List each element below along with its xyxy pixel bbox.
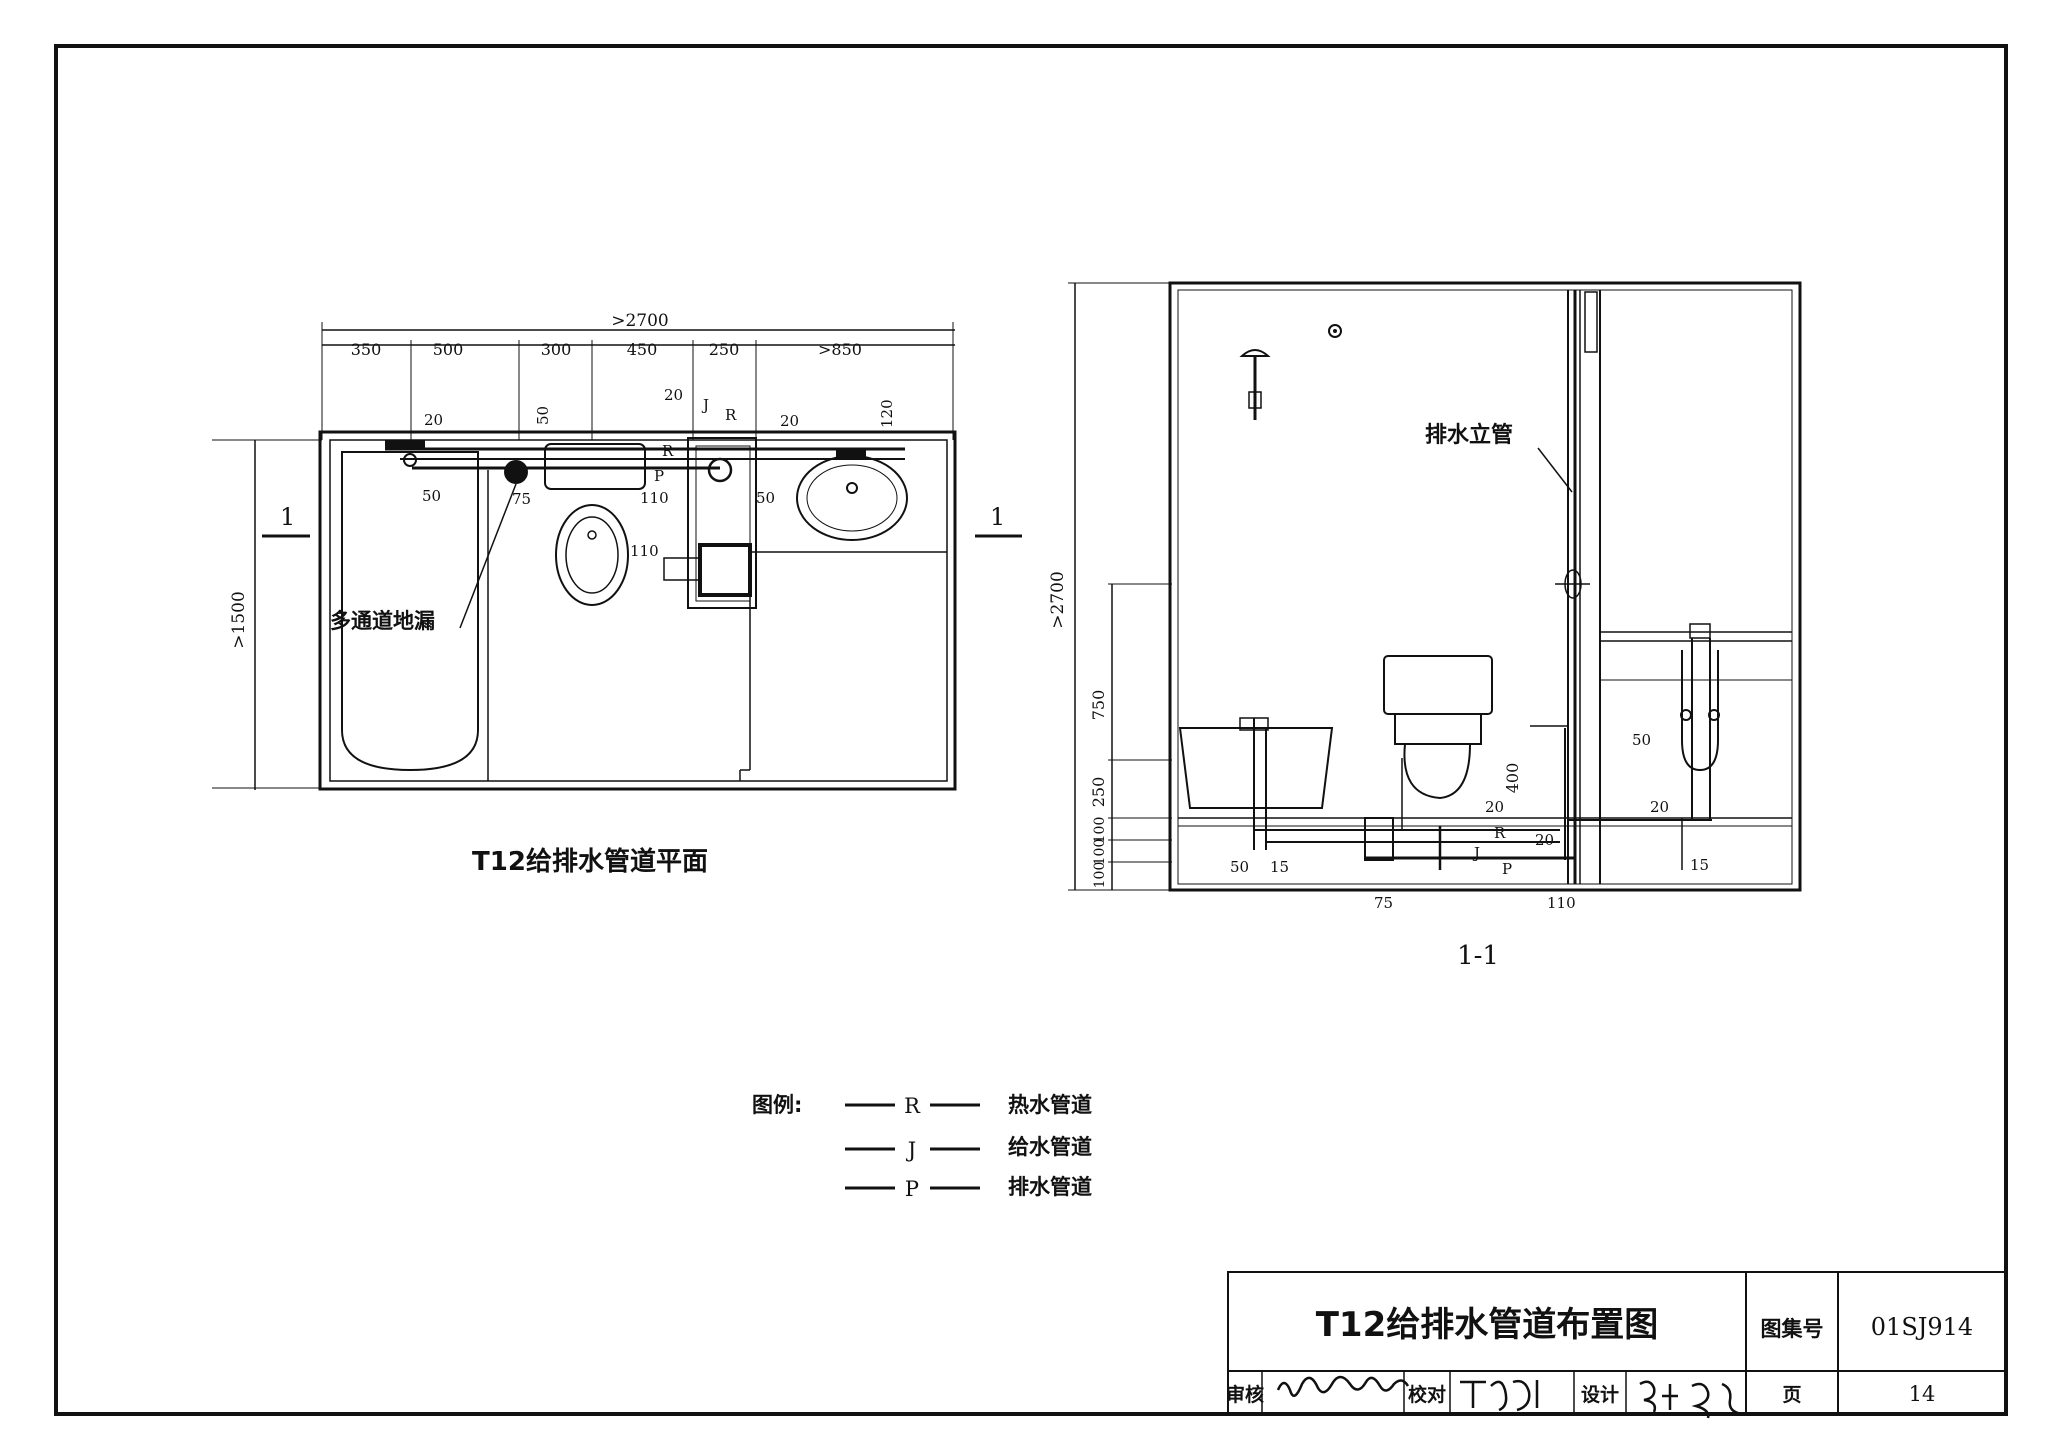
sheet-frame bbox=[54, 44, 2008, 1416]
toilet-bowl bbox=[555, 504, 629, 606]
design-signature bbox=[1639, 1380, 1743, 1419]
section-dim-100b: 100 bbox=[1092, 839, 1108, 866]
plan-label-P: P bbox=[654, 467, 664, 485]
legend-label-supply: 给水管道 bbox=[1008, 1135, 1092, 1159]
plan-dim-4: 450 bbox=[627, 340, 658, 359]
plan-caption: T12给排水管道平面 bbox=[472, 846, 708, 877]
section-label-20c: 20 bbox=[1650, 798, 1669, 816]
toilet-tank bbox=[544, 443, 646, 490]
section-dim-400: 400 bbox=[1503, 763, 1522, 794]
review-signature bbox=[1276, 1375, 1410, 1397]
plan-dim-6: >850 bbox=[818, 340, 862, 359]
legend-code-p: P bbox=[905, 1177, 919, 1201]
plan-label-50a: 50 bbox=[422, 487, 441, 505]
plan-section-mark-right: 1 bbox=[990, 503, 1005, 531]
section-dim-750: 750 bbox=[1089, 690, 1108, 721]
plan-dim-3: 300 bbox=[541, 340, 572, 359]
section-label-J: J bbox=[1472, 844, 1480, 862]
plan-label-R-top: R bbox=[725, 406, 737, 424]
riser-label: 排水立管 bbox=[1425, 422, 1513, 448]
section-view: >2700 750 250 100 100 100 bbox=[1048, 281, 1802, 971]
plan-label-R: R bbox=[662, 442, 674, 460]
plan-dim-2: 500 bbox=[433, 340, 464, 359]
plan-label-J: J bbox=[701, 396, 709, 414]
section-dim-100c: 100 bbox=[1092, 862, 1108, 889]
section-label-50b: 50 bbox=[1632, 731, 1651, 749]
legend-label-hot: 热水管道 bbox=[1008, 1093, 1092, 1117]
pipe-shaft bbox=[687, 437, 757, 609]
check-signature bbox=[1460, 1379, 1539, 1412]
plan-label-120: 120 bbox=[878, 399, 896, 428]
plan-label-20c: 20 bbox=[780, 412, 799, 430]
plan-label-20a: 20 bbox=[424, 411, 443, 429]
plan-label-50b: 50 bbox=[534, 406, 552, 425]
plan-label-75: 75 bbox=[512, 490, 531, 508]
section-label-P: P bbox=[1502, 860, 1512, 878]
plan-overall-dim: >2700 bbox=[611, 311, 669, 331]
design-label: 设计 bbox=[1581, 1384, 1619, 1406]
section-label-R: R bbox=[1494, 824, 1506, 842]
section-label-15a: 15 bbox=[1270, 858, 1289, 876]
legend: 图例: R 热水管道 J 给水管道 P 排水管道 bbox=[752, 1093, 1092, 1201]
section-bathtub bbox=[1178, 727, 1334, 809]
check-label: 校对 bbox=[1408, 1383, 1446, 1406]
page-label: 页 bbox=[1782, 1384, 1801, 1406]
section-label-15b: 15 bbox=[1690, 856, 1709, 874]
legend-code-j: J bbox=[906, 1138, 916, 1162]
plan-dim-1: 350 bbox=[351, 340, 382, 359]
plan-label-110a: 110 bbox=[630, 542, 659, 560]
atlas-label: 图集号 bbox=[1761, 1317, 1824, 1341]
plan-section-mark-left: 1 bbox=[280, 503, 295, 531]
legend-code-r: R bbox=[904, 1094, 921, 1118]
title-block: T12给排水管道布置图 图集号 01SJ914 审核 校对 设计 页 14 bbox=[1226, 1271, 2007, 1419]
section-label-75: 75 bbox=[1374, 894, 1393, 912]
washbasin bbox=[796, 455, 908, 541]
page-number: 14 bbox=[1909, 1382, 1936, 1406]
review-label: 审核 bbox=[1226, 1383, 1264, 1406]
bathtub bbox=[341, 451, 479, 772]
plan-label-20b: 20 bbox=[664, 386, 683, 404]
section-caption: 1-1 bbox=[1457, 941, 1499, 971]
legend-label-drain: 排水管道 bbox=[1008, 1175, 1092, 1199]
floor-drain-label: 多通道地漏 bbox=[330, 609, 435, 633]
plan-view: >2700 350 500 300 450 250 >850 >1500 bbox=[212, 311, 1022, 877]
legend-title: 图例: bbox=[752, 1093, 802, 1117]
section-label-110: 110 bbox=[1547, 894, 1576, 912]
section-label-20a: 20 bbox=[1485, 798, 1504, 816]
section-dim-100a: 100 bbox=[1092, 817, 1108, 844]
section-height-dim: >2700 bbox=[1048, 571, 1068, 629]
plan-height-dim: >1500 bbox=[229, 591, 249, 649]
drawing-title: T12给排水管道布置图 bbox=[1316, 1305, 1659, 1345]
section-toilet-tank bbox=[1383, 655, 1493, 715]
atlas-number: 01SJ914 bbox=[1871, 1313, 1973, 1341]
section-label-50: 50 bbox=[1230, 858, 1249, 876]
plan-label-110b: 110 bbox=[640, 489, 669, 507]
plan-dim-5: 250 bbox=[709, 340, 740, 359]
section-dim-250: 250 bbox=[1089, 777, 1108, 808]
section-label-20b: 20 bbox=[1535, 831, 1554, 849]
floor-drain-icon bbox=[504, 460, 528, 484]
plan-label-50c: 50 bbox=[756, 489, 775, 507]
